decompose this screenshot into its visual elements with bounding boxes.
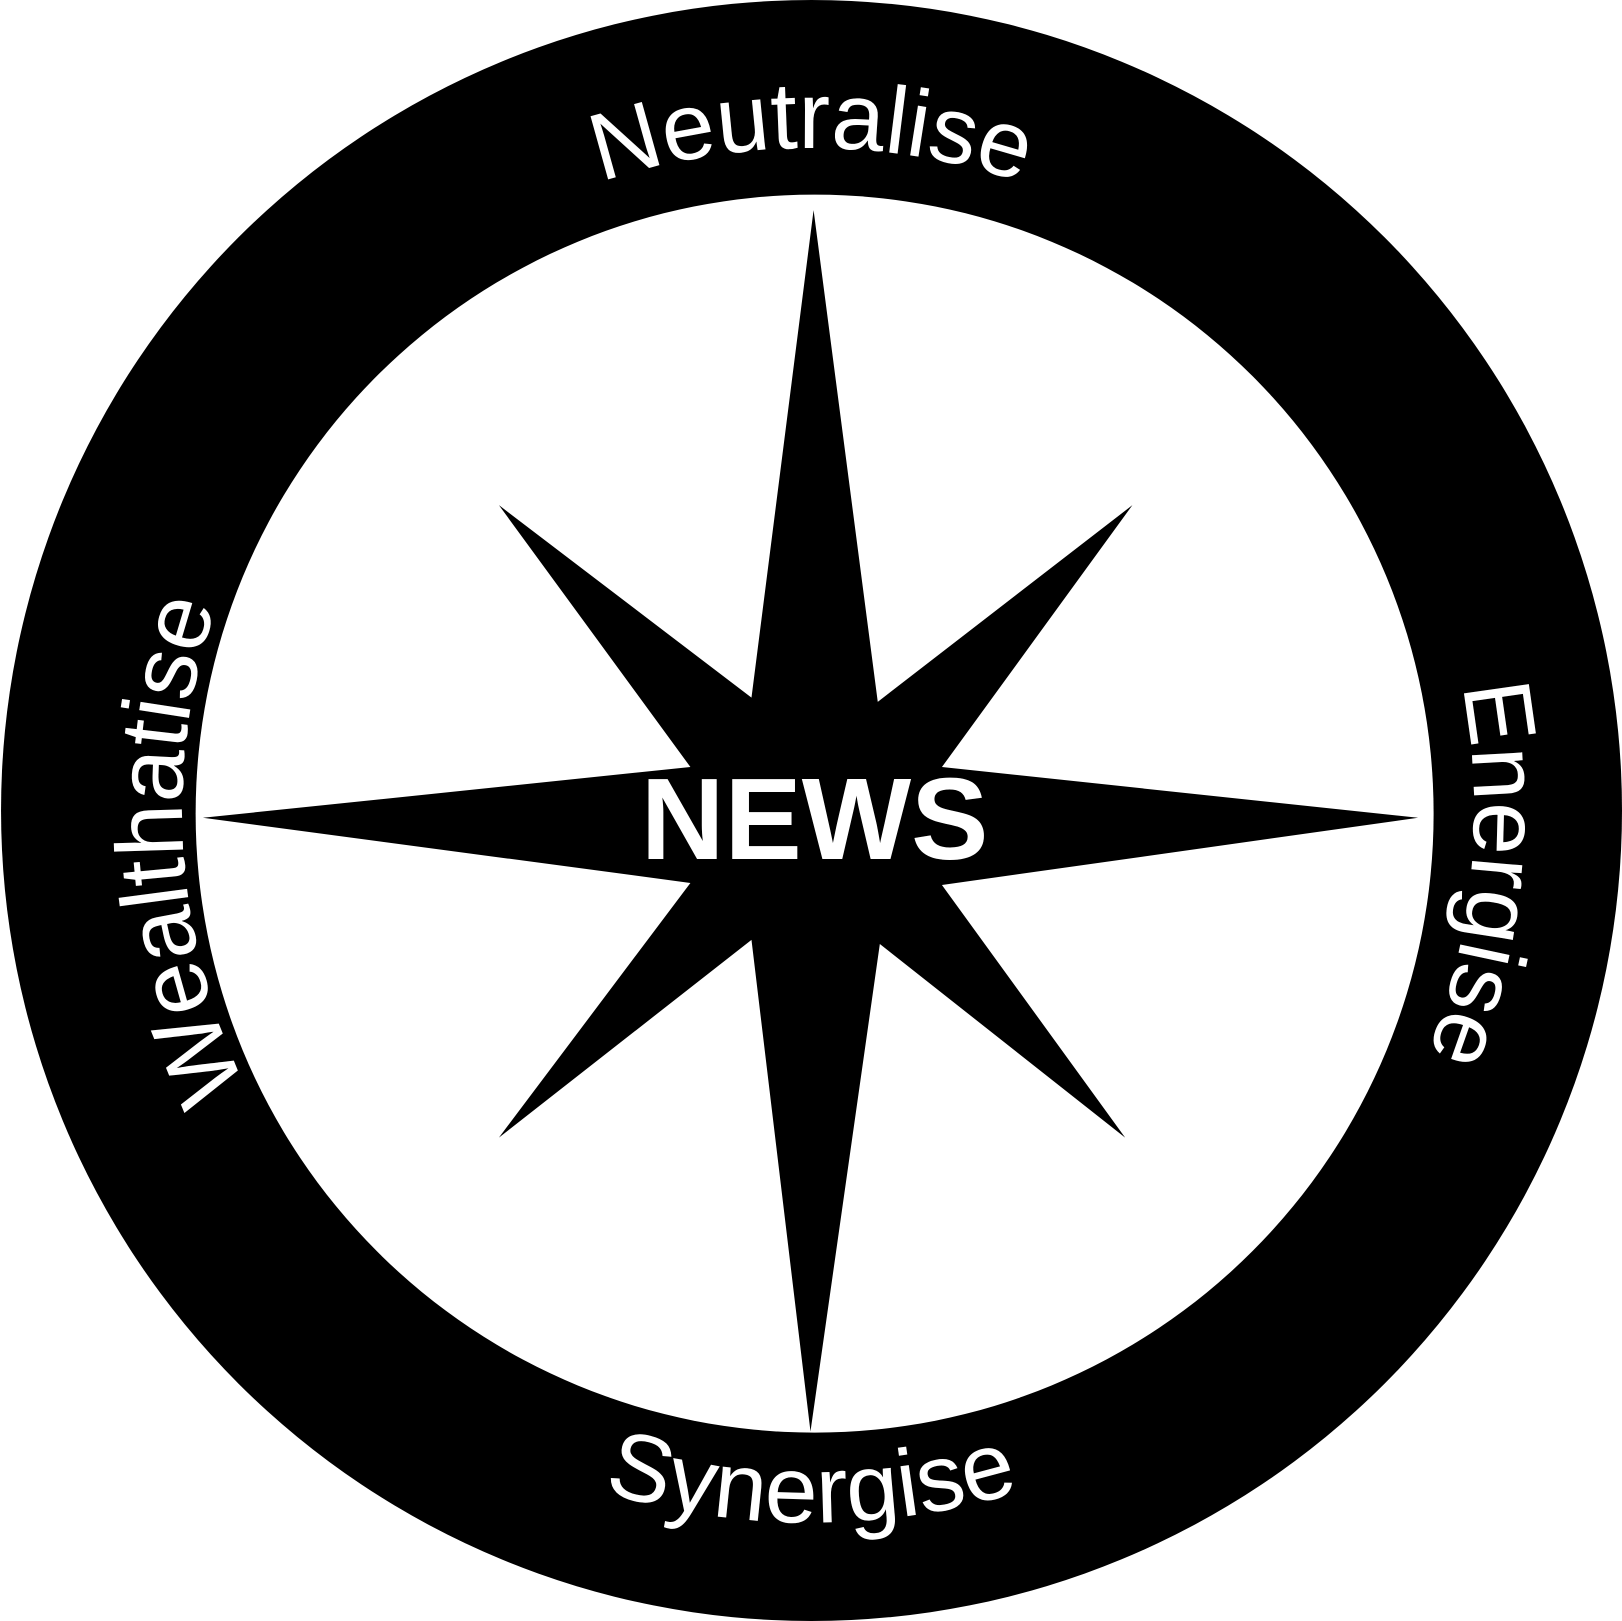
center-label: NEWS (641, 754, 989, 884)
compass-star (202, 210, 1419, 1432)
